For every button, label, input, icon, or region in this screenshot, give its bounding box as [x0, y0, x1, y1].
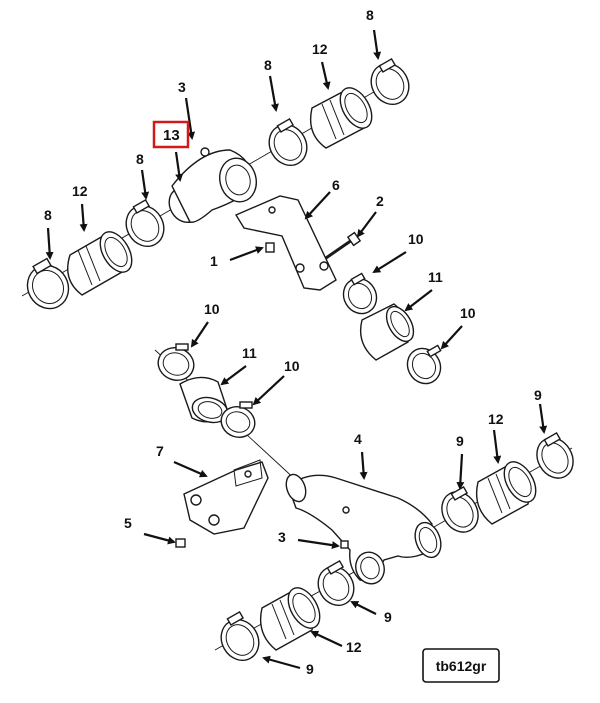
callout-8-left: 8	[44, 207, 52, 223]
hose-11-right	[359, 303, 415, 361]
hose-12-lower-right	[475, 461, 537, 525]
nut-3-lower	[340, 540, 349, 549]
callout-10-right-top: 10	[408, 231, 424, 247]
bolt-5	[175, 538, 186, 548]
callout-10-right-bottom: 10	[460, 305, 476, 321]
callout-3-lower: 3	[278, 529, 286, 545]
callout-12-top-right: 12	[312, 41, 328, 57]
clamp-8-left-mid	[125, 198, 165, 247]
upper-assembly	[21, 57, 442, 385]
bolt-2	[325, 231, 362, 260]
bracket-6	[234, 195, 337, 291]
callout-5: 5	[124, 515, 132, 531]
clamp-8-left	[26, 257, 70, 310]
callout-2: 2	[376, 193, 384, 209]
clamp-9-bottom	[220, 610, 260, 661]
y-pipe-4	[285, 473, 442, 585]
callout-9-lower: 9	[384, 609, 392, 625]
callout-7: 7	[156, 443, 164, 459]
figure-id-label: tb612gr	[436, 658, 487, 674]
callout-11-right: 11	[428, 269, 443, 285]
hose-12-bottom	[259, 587, 321, 651]
callout-13: 13	[163, 127, 180, 144]
clamp-10-mid-right	[220, 401, 256, 438]
hose-12-top	[309, 87, 373, 149]
bracket-7	[183, 459, 269, 535]
clamp-9-lower	[317, 559, 355, 606]
callout-3-top: 3	[178, 79, 186, 95]
callout-12-left: 12	[72, 183, 88, 199]
callout-6: 6	[332, 177, 340, 193]
figure-id-box: tb612gr	[422, 648, 500, 683]
highlight-box	[152, 120, 190, 149]
figure-id-frame	[422, 648, 500, 683]
callout-1: 1	[210, 253, 218, 269]
clamp-9-top-right	[536, 431, 574, 479]
callout-9-top: 9	[456, 433, 464, 449]
leader-arrows	[45, 29, 548, 670]
callout-labels: 8 12 8 3 8 12 8 6 2 1 10 11 10 10 11 10 …	[44, 7, 542, 677]
callout-8-top-mid: 8	[264, 57, 272, 73]
nut-1	[265, 242, 275, 253]
callout-12-bottom: 12	[346, 639, 362, 655]
hose-12-left	[67, 231, 133, 296]
clamp-8-top-right	[370, 57, 410, 105]
callout-8-left-mid: 8	[136, 151, 144, 167]
lower-assembly	[154, 343, 574, 661]
callout-9-right: 9	[534, 387, 542, 403]
hose-11-mid	[179, 376, 229, 424]
clamp-9-right	[441, 485, 479, 533]
callout-9-bottom: 9	[306, 661, 314, 677]
clamp-8-top-mid	[268, 117, 308, 166]
clamp-10-mid-top	[157, 343, 195, 381]
callout-10-mid-top: 10	[204, 301, 220, 317]
callout-8-top-right: 8	[366, 7, 374, 23]
callout-12-lower-right: 12	[488, 411, 504, 427]
callout-11-mid: 11	[242, 345, 257, 361]
highlight-callout-13[interactable]: 13	[152, 120, 190, 149]
clamp-10-right-top	[342, 272, 378, 315]
elbow-13	[168, 147, 257, 223]
callout-4: 4	[354, 431, 362, 447]
clamp-10-right-bottom	[406, 344, 442, 385]
callout-10-mid-right: 10	[284, 358, 300, 374]
